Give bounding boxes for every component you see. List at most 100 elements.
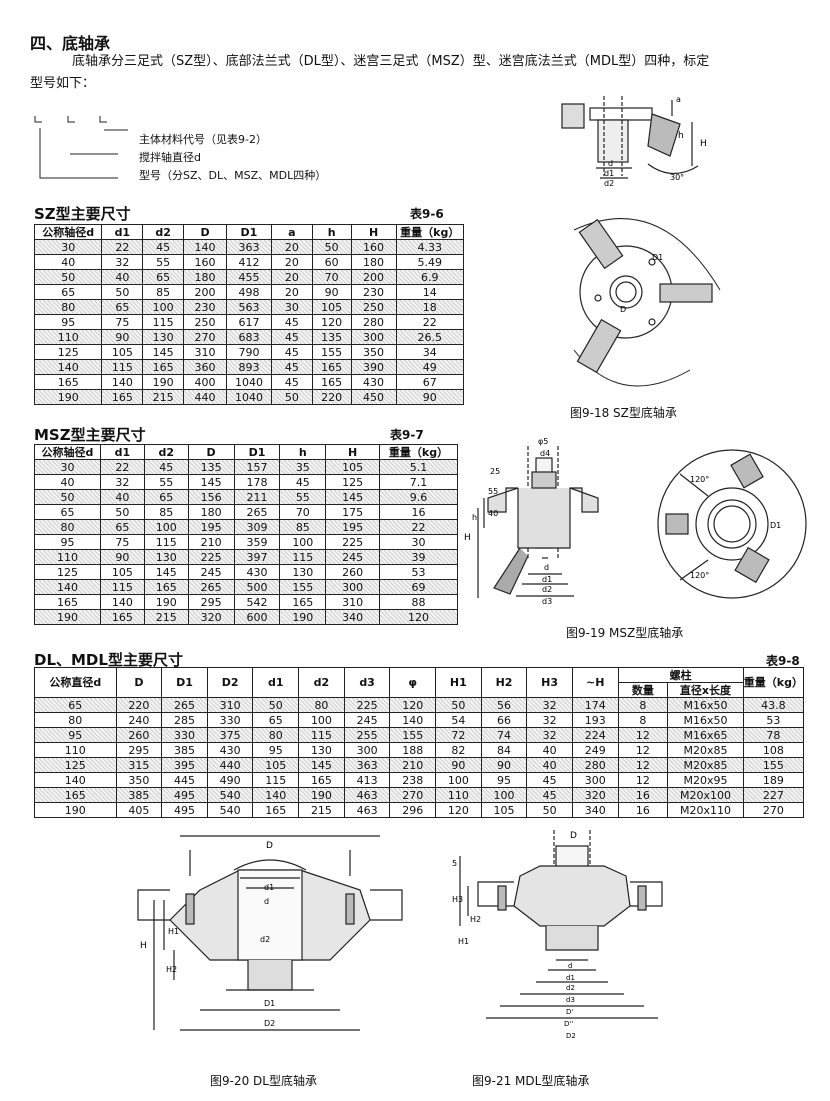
table-cell: 105 xyxy=(101,344,144,360)
table-cell: 12 xyxy=(617,772,669,788)
table-cell: 165 xyxy=(142,359,185,375)
table-cell: 12 xyxy=(617,727,669,743)
table-cell: 35 xyxy=(279,459,327,475)
column-header: D xyxy=(115,667,163,698)
table-cell: 498 xyxy=(225,284,272,300)
table-cell: 315 xyxy=(115,757,163,773)
table-cell: M20x100 xyxy=(667,787,744,803)
table-cell: M16x65 xyxy=(667,727,744,743)
table-cell: 140 xyxy=(183,239,227,255)
table-cell: 80 xyxy=(34,712,117,728)
table-cell: 45 xyxy=(526,772,573,788)
table-cell: 5.49 xyxy=(395,254,465,270)
table-cell: 45 xyxy=(270,329,313,345)
table-cell: 250 xyxy=(183,314,227,330)
table-cell: 296 xyxy=(389,802,437,818)
table-cell: 160 xyxy=(183,254,227,270)
table-cell: 65 xyxy=(252,712,300,728)
table-cell: 165 xyxy=(311,359,352,375)
sz-label-d: d xyxy=(608,159,613,168)
table-cell: 115 xyxy=(252,772,300,788)
table-cell: 310 xyxy=(206,697,254,713)
table-cell: 260 xyxy=(115,727,163,743)
table-cell: 310 xyxy=(325,594,381,610)
table-cell: 40 xyxy=(33,254,103,270)
column-header: D xyxy=(187,444,235,460)
table-cell: 135 xyxy=(187,459,235,475)
table-cell: 165 xyxy=(99,609,145,625)
table-cell: 340 xyxy=(325,609,381,625)
table-cell: 50 xyxy=(34,489,101,505)
table-cell: 105 xyxy=(252,757,300,773)
table-cell: 160 xyxy=(350,239,397,255)
table-cell: 430 xyxy=(350,374,397,390)
table-cell: M16x50 xyxy=(667,697,744,713)
table-cell: 70 xyxy=(279,504,327,520)
table-cell: 45 xyxy=(143,459,189,475)
table-cell: 455 xyxy=(225,269,272,285)
table-cell: 238 xyxy=(389,772,437,788)
table-cell: 227 xyxy=(742,787,805,803)
table-cell: 178 xyxy=(233,474,281,490)
msz-label-H: H xyxy=(464,533,471,543)
table-cell: 6.9 xyxy=(395,269,465,285)
table-cell: 140 xyxy=(99,594,145,610)
table-cell: 270 xyxy=(742,802,805,818)
table-cell: 1040 xyxy=(225,389,272,405)
table-cell: 165 xyxy=(279,594,327,610)
table-cell: 32 xyxy=(526,727,573,743)
table-cell: 50 xyxy=(311,239,352,255)
table-cell: 412 xyxy=(225,254,272,270)
column-header: d2 xyxy=(142,224,185,240)
sz-label-angle: 30° xyxy=(670,173,684,182)
dl-label-D: D xyxy=(266,841,273,851)
table-cell: 270 xyxy=(183,329,227,345)
table-cell: 157 xyxy=(233,459,281,475)
msz-table-title: MSZ型主要尺寸 xyxy=(34,426,146,444)
table-cell: 39 xyxy=(379,549,458,565)
column-header: a xyxy=(270,224,313,240)
column-header: D2 xyxy=(206,667,254,698)
table-cell: 69 xyxy=(379,579,458,595)
table-cell: 40 xyxy=(526,757,573,773)
msz-label-120-bottom: 120° xyxy=(690,571,709,580)
table-cell: 440 xyxy=(183,389,227,405)
table-cell: 120 xyxy=(379,609,458,625)
table-cell: 30 xyxy=(33,239,103,255)
caption-fig-9-21: 图9-21 MDL型底轴承 xyxy=(472,1074,590,1088)
table-header-row: 数量直径x长度 xyxy=(35,682,804,698)
table-cell: 100 xyxy=(480,787,528,803)
sz-side-view-drawing: a h H d d1 d2 30° xyxy=(561,95,707,188)
table-cell: 26.5 xyxy=(395,329,465,345)
table-cell: 440 xyxy=(206,757,254,773)
msz-label-h: h xyxy=(472,513,477,522)
table-cell: 60 xyxy=(311,254,352,270)
table-cell: 300 xyxy=(571,772,619,788)
table-cell: 210 xyxy=(187,534,235,550)
column-header-bolt: 螺柱 xyxy=(617,667,744,683)
table-cell: 225 xyxy=(187,549,235,565)
table-cell: 165 xyxy=(252,802,300,818)
table-cell: 320 xyxy=(187,609,235,625)
table-cell: 375 xyxy=(206,727,254,743)
column-header: d1 xyxy=(252,667,300,698)
table-cell: 110 xyxy=(33,329,103,345)
table-cell: 20 xyxy=(270,254,313,270)
table-cell: 165 xyxy=(298,772,345,788)
table-cell: 175 xyxy=(325,504,381,520)
table-cell: 65 xyxy=(101,299,144,315)
table-cell: 463 xyxy=(343,802,391,818)
table-cell: 85 xyxy=(279,519,327,535)
table-cell: 540 xyxy=(206,802,254,818)
